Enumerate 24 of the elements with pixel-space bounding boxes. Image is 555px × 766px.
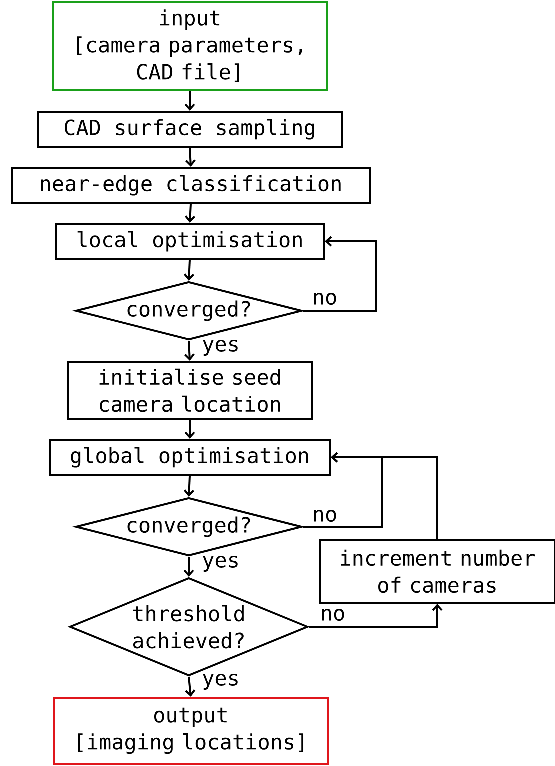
arrow bbox=[331, 452, 438, 539]
process-box: output [imaging locations] bbox=[53, 697, 329, 765]
edge-label: no bbox=[319, 608, 347, 622]
process-box: near-edge classification bbox=[11, 167, 371, 204]
arrow bbox=[185, 676, 196, 697]
process-box: input [camera parameters, CAD file] bbox=[52, 1, 328, 91]
arrow bbox=[185, 148, 196, 167]
arrow bbox=[185, 204, 196, 223]
edge-label: no bbox=[311, 508, 339, 524]
arrow bbox=[184, 340, 195, 361]
arrow bbox=[184, 557, 194, 577]
process-box: global optimisation bbox=[49, 439, 331, 476]
arrow bbox=[184, 260, 195, 281]
process-box: initialise seed camera location bbox=[67, 361, 313, 420]
arrow bbox=[184, 420, 196, 439]
edge-label: yes bbox=[201, 554, 241, 574]
arrow bbox=[184, 476, 195, 497]
arrow bbox=[303, 236, 377, 312]
process-box: CAD surface sampling bbox=[37, 111, 343, 148]
process-box: local optimisation bbox=[55, 223, 325, 260]
edge-label: no bbox=[311, 292, 339, 306]
arrow bbox=[309, 604, 443, 628]
edge-label: yes bbox=[201, 338, 241, 358]
arrow bbox=[184, 91, 196, 111]
